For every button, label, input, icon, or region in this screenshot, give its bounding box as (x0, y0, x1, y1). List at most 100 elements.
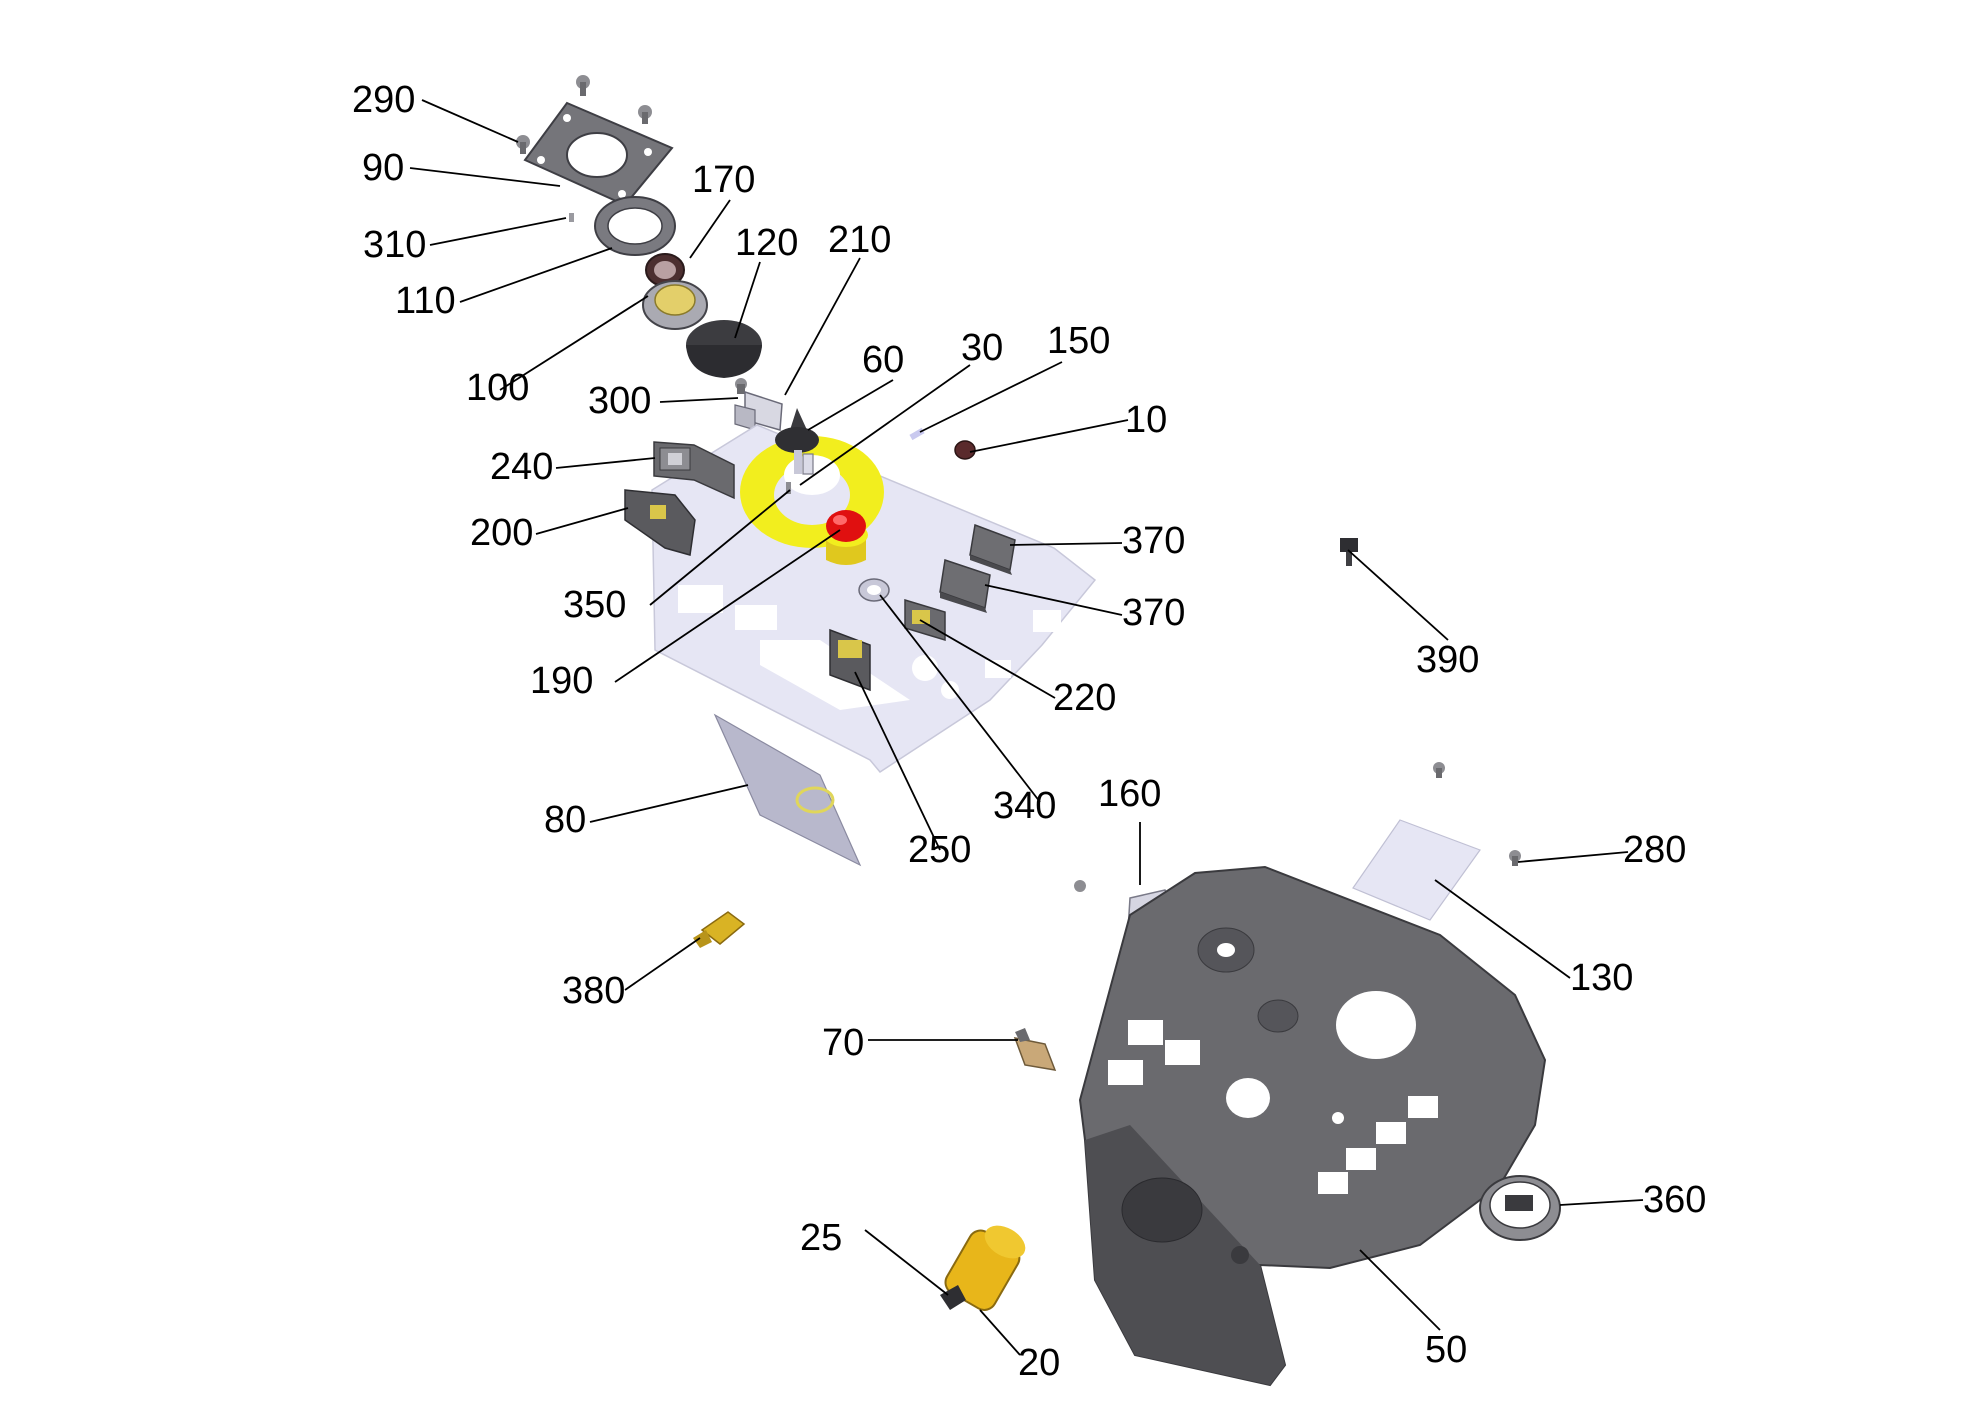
leader-line-20 (979, 1309, 1021, 1356)
part-360-gauge (1479, 1175, 1561, 1241)
leader-line-200 (535, 507, 629, 535)
leader-line-390 (1347, 549, 1449, 641)
callout-20: 20 (1018, 1342, 1060, 1384)
callout-160: 160 (1098, 773, 1161, 815)
leader-line-290 (421, 99, 519, 143)
part-50-housing (1078, 865, 1547, 1387)
callouts: 290 90 310 110 100 170 120 210 300 60 30… (352, 79, 1706, 1384)
leader-line-220 (919, 619, 1056, 699)
part-80-flap (713, 713, 862, 867)
callout-220: 220 (1053, 677, 1116, 719)
leader-lines (409, 99, 1644, 1356)
part-120-knob (686, 320, 762, 378)
leader-line-110 (459, 247, 613, 303)
callout-190: 190 (530, 660, 593, 702)
callout-25: 25 (800, 1217, 842, 1259)
leader-line-30 (799, 364, 971, 486)
leader-line-10 (969, 419, 1129, 453)
callout-50: 50 (1425, 1329, 1467, 1371)
screw-near-160 (1074, 880, 1086, 892)
callout-60: 60 (862, 339, 904, 381)
callout-130: 130 (1570, 957, 1633, 999)
leader-line-80 (589, 784, 749, 823)
part-130-label (1352, 819, 1481, 921)
leader-line-380 (624, 937, 701, 991)
callout-210: 210 (828, 219, 891, 261)
leader-line-100 (499, 295, 649, 391)
callout-350: 350 (563, 584, 626, 626)
leader-line-190 (614, 529, 841, 683)
leader-line-170 (689, 199, 731, 259)
callout-290: 290 (352, 79, 415, 121)
part-170-ring (645, 253, 685, 287)
leader-line-370 (1009, 542, 1123, 546)
part-110-gasket (594, 196, 676, 256)
leader-line-370 (984, 584, 1123, 616)
part-220-switch (904, 598, 946, 642)
leader-line-90 (409, 167, 561, 187)
leader-line-350 (649, 489, 791, 606)
callout-100: 100 (466, 367, 529, 409)
callout-300: 300 (588, 380, 651, 422)
leader-line-250 (854, 671, 941, 851)
leader-line-60 (807, 379, 894, 431)
leader-line-130 (1434, 879, 1571, 979)
part-310-pin (569, 213, 574, 222)
part-90-plate (523, 101, 674, 207)
callout-240: 240 (490, 446, 553, 488)
leader-line-25 (864, 1229, 949, 1296)
part-370-cap-lower (939, 559, 991, 613)
flap-mark (795, 786, 835, 814)
callout-370-lower: 370 (1122, 592, 1185, 634)
callout-170: 170 (692, 159, 755, 201)
leader-line-50 (1359, 1249, 1441, 1331)
part-210-switch-block (734, 390, 783, 431)
part-30-pin (802, 453, 814, 475)
callout-150: 150 (1047, 320, 1110, 362)
callout-200: 200 (470, 512, 533, 554)
callout-250: 250 (908, 829, 971, 871)
callout-390: 390 (1416, 639, 1479, 681)
leader-line-150 (919, 361, 1063, 433)
callout-280: 280 (1623, 829, 1686, 871)
part-390-clip (1340, 538, 1358, 566)
callout-90: 90 (362, 147, 404, 189)
part-190-emergency-button (824, 510, 868, 565)
parts-layer (516, 75, 1561, 1387)
part-60-selector (775, 408, 819, 474)
part-25-key (940, 1285, 966, 1310)
part-280-screws (1433, 762, 1521, 866)
callout-30: 30 (961, 327, 1003, 369)
part-300-screw (735, 378, 747, 394)
leader-line-360 (1559, 1199, 1644, 1206)
part-340-nut (858, 578, 890, 602)
callout-380: 380 (562, 970, 625, 1012)
callout-120: 120 (735, 222, 798, 264)
callout-70: 70 (822, 1022, 864, 1064)
part-250-switch (829, 628, 871, 692)
leader-line-280 (1517, 851, 1629, 863)
part-200-switch (624, 489, 696, 556)
part-150-rod (909, 427, 925, 441)
part-240-switch (653, 441, 735, 500)
part-70-bracket (1013, 1028, 1057, 1071)
part-100-bushing (642, 280, 708, 330)
part-350-screw (786, 482, 791, 494)
leader-line-300 (659, 397, 739, 403)
leader-line-310 (429, 217, 567, 246)
callout-370-upper: 370 (1122, 520, 1185, 562)
callout-10: 10 (1125, 399, 1167, 441)
leader-line-210 (784, 257, 861, 396)
leader-line-340 (879, 594, 1041, 803)
leader-line-120 (734, 261, 761, 339)
leader-line-240 (555, 457, 656, 469)
callout-80: 80 (544, 799, 586, 841)
callout-110: 110 (395, 280, 456, 322)
part-370-cap-upper (969, 523, 1016, 575)
callout-360: 360 (1643, 1179, 1706, 1221)
part-10-plug (954, 440, 976, 460)
part-380-connector (693, 911, 746, 948)
callout-340: 340 (993, 785, 1056, 827)
callout-310: 310 (363, 224, 426, 266)
